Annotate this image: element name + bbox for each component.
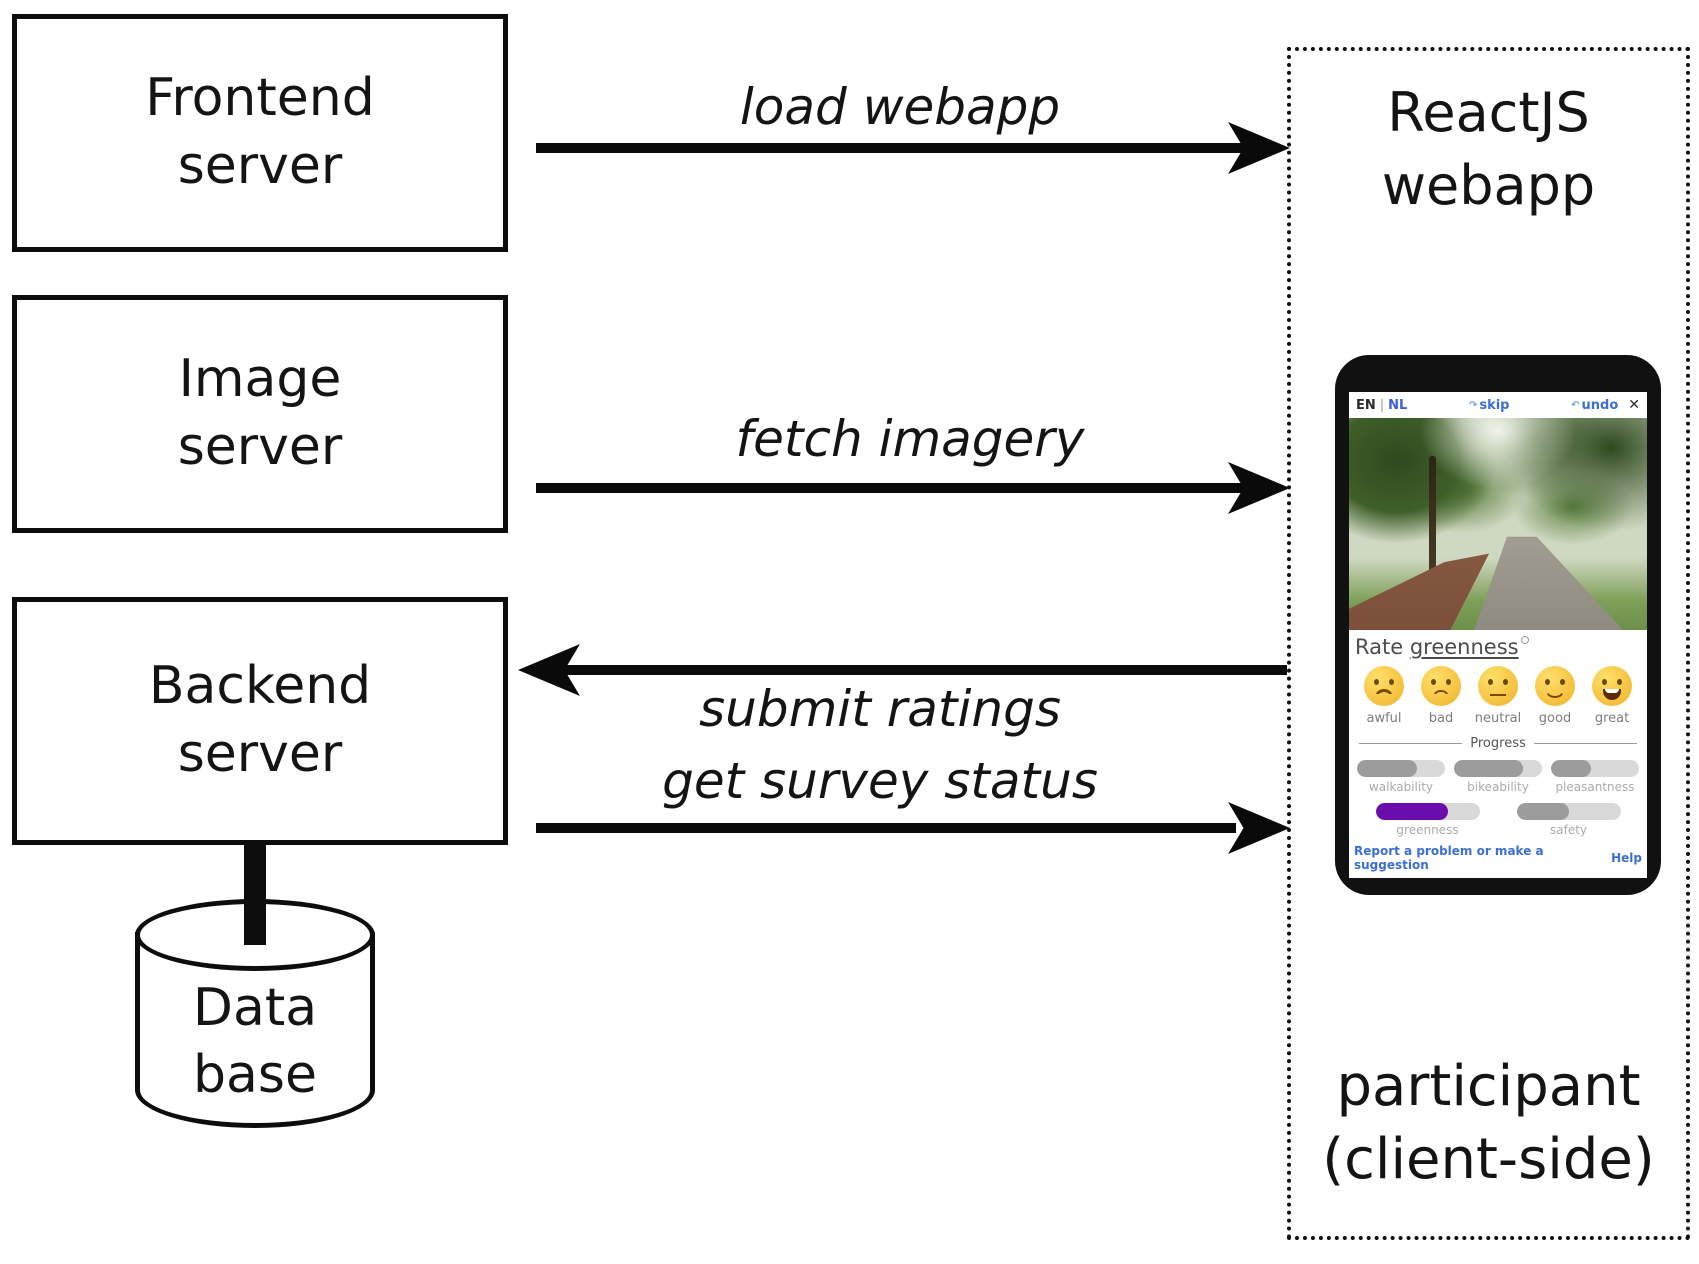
phone-screen: EN | NL ↷ skip ↶ undo ✕ (1349, 392, 1647, 878)
participant-boundary: ReactJS webapp EN | NL ↷ skip ↶ (1287, 47, 1690, 1240)
progress-header: Progress (1349, 726, 1647, 751)
image-server-label-line2: server (177, 417, 343, 477)
rate-prefix: Rate (1355, 635, 1404, 659)
progress-bar-fill (1516, 803, 1569, 820)
progress-bar-label: pleasantness (1555, 780, 1635, 794)
client-title-line2: webapp (1381, 153, 1596, 217)
rating-option-good[interactable]: good (1528, 666, 1582, 726)
skip-icon: ↷ (1468, 399, 1478, 411)
node-backend-server: Backend server (12, 597, 508, 845)
progress-bar-fill (1375, 803, 1449, 820)
arrow-fetch-imagery-shaft (536, 483, 1248, 493)
node-frontend-server: Frontend server (12, 14, 508, 252)
undo-button-label: undo (1581, 397, 1619, 413)
phone-topbar: EN | NL ↷ skip ↶ undo ✕ (1349, 392, 1647, 418)
rating-label: awful (1366, 711, 1402, 726)
node-image-server: Image server (12, 295, 508, 533)
progress-bar-label: bikeability (1467, 780, 1529, 794)
participant-caption-line2: (client-side) (1322, 1126, 1655, 1192)
phone-footer-links: Report a problem or make a suggestion He… (1349, 844, 1647, 878)
street-view-photo (1349, 418, 1647, 630)
great-face-icon (1592, 666, 1632, 706)
help-link[interactable]: Help (1611, 851, 1642, 865)
neutral-face-icon (1478, 666, 1518, 706)
language-toggle-nl[interactable]: NL (1388, 397, 1408, 413)
backend-server-label-line1: Backend (148, 656, 372, 717)
participant-caption-line1: participant (1336, 1054, 1641, 1119)
good-face-icon (1535, 666, 1575, 706)
progress-bars-row-2: greenness safety (1349, 794, 1647, 837)
progress-bar-label: safety (1549, 823, 1588, 837)
arrow-submit-ratings-shaft (560, 665, 1287, 675)
progress-bar-fill (1357, 760, 1417, 777)
image-server-label-line1: Image (178, 349, 342, 410)
rating-label: bad (1428, 711, 1454, 726)
progress-bar-label: walkability (1368, 780, 1434, 794)
progress-bar-track (1551, 760, 1639, 777)
awful-face-icon (1364, 666, 1404, 706)
progress-title: Progress (1470, 736, 1526, 751)
arrow-load-webapp-shaft (536, 143, 1248, 153)
rating-option-neutral[interactable]: neutral (1471, 666, 1525, 726)
backend-server-label-line2: server (177, 724, 343, 784)
rate-prompt: Rate greenness (1349, 630, 1647, 660)
progress-bikeability: bikeability (1454, 760, 1542, 794)
language-toggle-en[interactable]: EN (1356, 397, 1376, 413)
progress-greenness: greenness (1375, 803, 1480, 837)
node-database: Data base (135, 975, 375, 1108)
rate-attribute: greenness (1409, 635, 1519, 659)
frontend-server-label-line2: server (177, 136, 343, 196)
tree-trunk-graphic (1429, 456, 1437, 580)
rating-label: neutral (1474, 711, 1522, 726)
flow-label-submit-ratings: submit ratings (699, 680, 1061, 738)
progress-bar-track (1516, 803, 1621, 820)
bad-face-icon (1421, 666, 1461, 706)
database-label-line1: Data (192, 978, 318, 1038)
rating-option-awful[interactable]: awful (1357, 666, 1411, 726)
progress-bar-track (1357, 760, 1445, 777)
progress-bar-track (1454, 760, 1542, 777)
progress-rule-right (1533, 743, 1638, 744)
rating-label: great (1594, 711, 1630, 726)
arrow-get-survey-status-head-icon (1228, 802, 1290, 854)
flow-label-fetch-imagery: fetch imagery (735, 410, 1085, 468)
progress-bars-row-1: walkability bikeability pleasantness (1349, 751, 1647, 794)
frontend-server-label-line1: Frontend (145, 68, 375, 129)
skip-button[interactable]: ↷ skip (1469, 398, 1510, 413)
progress-bar-fill (1454, 760, 1523, 777)
backend-database-connector (244, 843, 266, 945)
client-title-line1: ReactJS (1387, 81, 1590, 144)
report-problem-link[interactable]: Report a problem or make a suggestion (1354, 844, 1544, 872)
arrow-get-survey-status-shaft (536, 823, 1236, 833)
database-label-line2: base (193, 1044, 317, 1105)
progress-walkability: walkability (1357, 760, 1445, 794)
rating-faces-row: awful bad neutral good (1349, 660, 1647, 726)
flow-label-get-survey-status: get survey status (662, 752, 1098, 810)
rating-option-bad[interactable]: bad (1414, 666, 1468, 726)
progress-rule-left (1359, 743, 1463, 744)
progress-bar-label: greenness (1396, 823, 1459, 837)
undo-icon: ↶ (1571, 399, 1580, 411)
progress-bar-fill (1551, 760, 1591, 777)
close-icon[interactable]: ✕ (1628, 397, 1640, 413)
language-divider: | (1379, 397, 1385, 413)
flow-label-load-webapp: load webapp (739, 78, 1061, 136)
progress-safety: safety (1516, 803, 1621, 837)
info-icon[interactable] (1520, 636, 1529, 644)
skip-button-label: skip (1479, 397, 1510, 413)
participant-caption: participant (client-side) (1291, 1051, 1686, 1197)
undo-button[interactable]: ↶ undo (1571, 398, 1618, 413)
client-title: ReactJS webapp (1291, 77, 1686, 223)
rating-label: good (1538, 711, 1572, 726)
progress-pleasantness: pleasantness (1551, 760, 1639, 794)
progress-bar-track (1375, 803, 1480, 820)
rating-option-great[interactable]: great (1585, 666, 1639, 726)
phone-mockup: EN | NL ↷ skip ↶ undo ✕ (1335, 355, 1661, 895)
